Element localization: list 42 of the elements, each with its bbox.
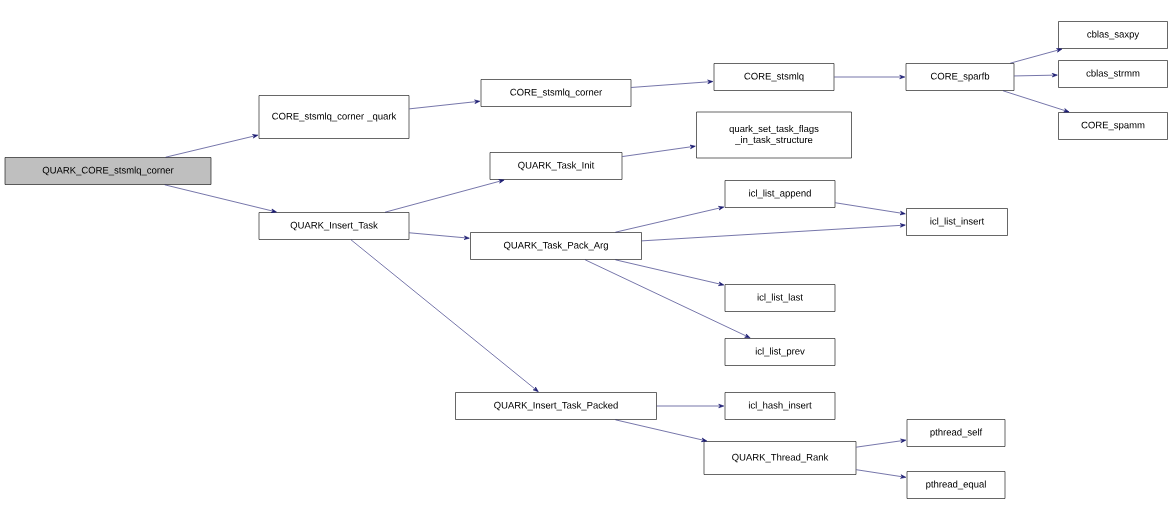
function-box: CORE_stsmlq_corner [480, 79, 632, 107]
function-box: QUARK_Task_Init [489, 152, 623, 180]
arrow [584, 259, 751, 339]
function-box: cblas_saxpy [1058, 21, 1168, 49]
function-box: CORE_stsmlq [713, 63, 835, 91]
function-box: QUARK_Thread_Rank [703, 441, 857, 475]
function-box: CORE_stsmlq_corner _quark [258, 95, 410, 139]
arrow [1002, 90, 1070, 113]
function-box: icl_hash_insert [724, 392, 836, 420]
arrow [615, 419, 708, 442]
arrow [835, 202, 906, 216]
arrow [409, 232, 470, 240]
arrow [631, 79, 714, 88]
function-box: CORE_spamm [1058, 112, 1168, 140]
function-box: icl_list_last [724, 284, 836, 312]
function-box: CORE_sparfb [905, 63, 1015, 91]
arrow [856, 438, 907, 448]
function-box: icl_list_prev [724, 338, 836, 366]
function-box: icl_list_append [724, 180, 836, 208]
arrow [384, 179, 505, 213]
arrow [622, 144, 696, 157]
arrow [164, 184, 277, 213]
function-box: QUARK_Insert_Task_Packed [455, 392, 657, 420]
arrow [615, 206, 725, 233]
function-box: quark_set_task_flags _in_task_structure [696, 111, 852, 159]
function-box: pthread_equal [906, 471, 1006, 499]
arrow [409, 99, 481, 110]
function-box: QUARK_Insert_Task [258, 212, 410, 240]
function-box: QUARK_CORE_stsmlq_corner [4, 157, 212, 185]
arrow [656, 403, 725, 409]
arrow [834, 74, 906, 80]
function-box: cblas_strmm [1058, 60, 1168, 88]
arrow [615, 259, 725, 286]
function-box: icl_list_insert [906, 208, 1008, 236]
arrow [1009, 48, 1063, 64]
arrow [856, 469, 907, 479]
arrow [1014, 73, 1058, 78]
arrow [641, 223, 906, 242]
function-box: QUARK_Task_Pack_Arg [470, 232, 642, 260]
arrow [165, 134, 259, 158]
arrow [350, 239, 539, 392]
function-box: pthread_self [906, 419, 1006, 447]
